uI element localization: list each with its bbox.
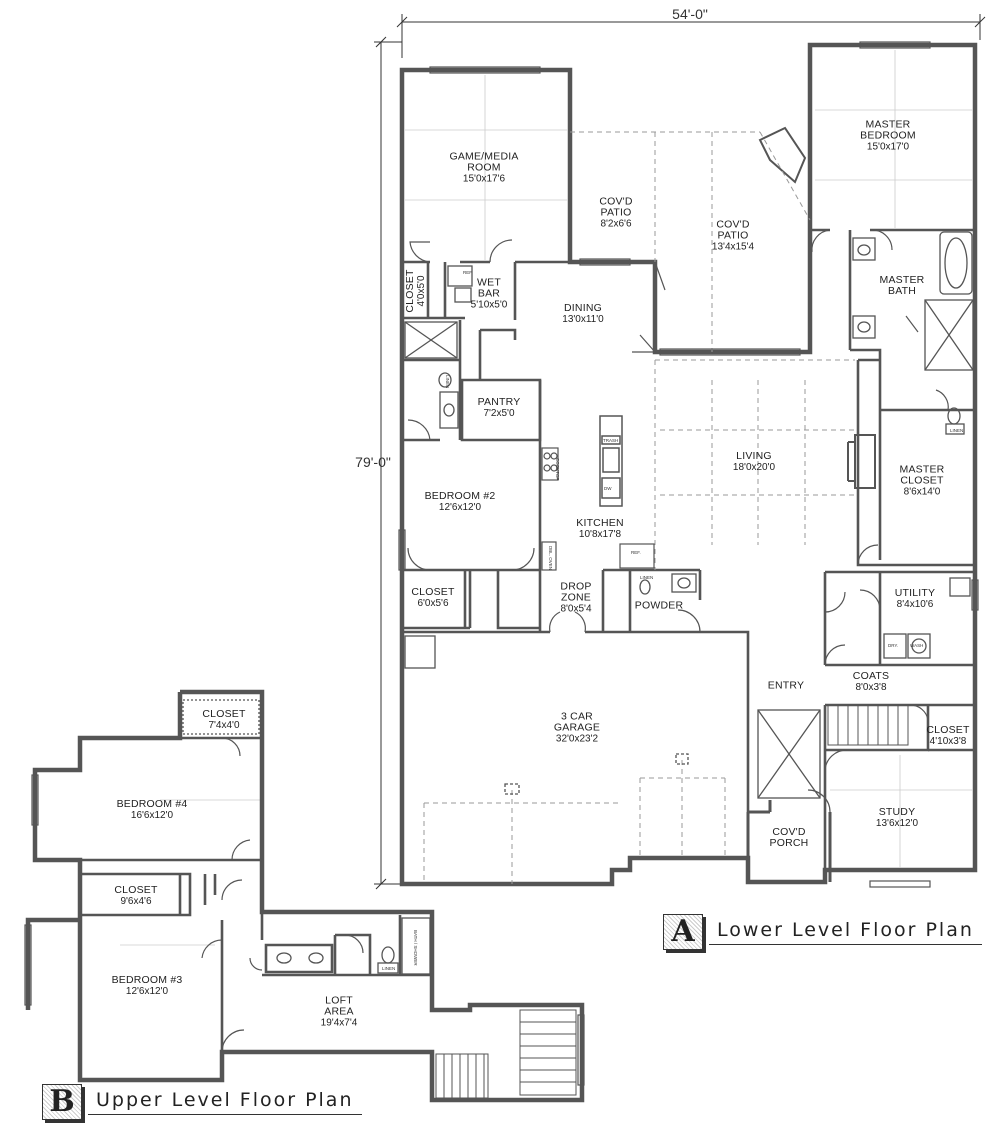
tag-linen-left: LINEN: [445, 375, 450, 389]
tag-oven: DBL. OVEN: [548, 546, 553, 571]
room-entry: ENTRY: [767, 679, 805, 692]
room-master-bath: MASTER BATH: [879, 274, 925, 297]
legend-upper-level: B Upper Level Floor Plan: [42, 1084, 362, 1120]
room-covd-patio-small: COV'D PATIO 8'2x6'6: [599, 195, 633, 230]
room-closet-bed3: CLOSET 9'6x4'6: [114, 884, 158, 908]
room-bedroom-4: BEDROOM #4 16'6x12'0: [116, 798, 188, 822]
room-drop-zone: DROP ZONE 8'0x5'4: [560, 580, 592, 615]
lower-doors: [407, 229, 949, 813]
tag-trash: TRASH: [603, 438, 619, 443]
upper-fixtures: [182, 699, 431, 975]
room-covd-patio-large: COV'D PATIO 13'4x15'4: [711, 218, 755, 253]
room-closet-bed4: CLOSET 7'4x4'0: [202, 708, 246, 732]
width-dimension-line: [396, 14, 986, 58]
kitchen-island: [599, 415, 623, 507]
lower-left-bath-fixtures: [404, 265, 473, 429]
legend-lower-level: A Lower Level Floor Plan: [663, 914, 982, 950]
upper-windows: [24, 774, 585, 1086]
legend-mark-a: A: [663, 914, 703, 950]
room-master-bedroom: MASTER BEDROOM 15'0x17'0: [860, 118, 916, 153]
upper-level-exterior-walls: [25, 689, 585, 1103]
room-closet-study: CLOSET 4'10x3'8: [926, 724, 970, 748]
upper-doors: [201, 737, 364, 1053]
depth-dimension-line: [374, 36, 402, 890]
room-master-closet: MASTER CLOSET 8'6x14'0: [899, 463, 945, 498]
room-closet-bed2: CLOSET 6'0x5'6: [411, 586, 455, 610]
tag-cooktop: COOKTOP: [555, 458, 560, 481]
tag-linen-powder: LINEN: [640, 575, 654, 580]
ceiling-lines: [423, 131, 855, 884]
room-loft: LOFT AREA 19'4x7'4: [320, 994, 358, 1029]
garage-details: [404, 635, 689, 795]
room-wet-bar: WET BAR 5'10x5'0: [470, 276, 508, 311]
tag-linen-master: LINEN: [950, 428, 964, 433]
room-utility: UTILITY 8'4x10'6: [894, 587, 936, 611]
legend-title-lower: Lower Level Floor Plan: [709, 919, 982, 945]
tag-linen-upper: LINEN: [382, 966, 396, 971]
room-game-media: GAME/MEDIA ROOM 15'0x17'6: [449, 150, 519, 185]
depth-dimension: 79'-0": [355, 454, 391, 470]
fireplace: [758, 126, 876, 489]
master-bath-fixtures: [852, 231, 974, 435]
tag-wash: WASH: [910, 643, 924, 648]
lower-level-exterior-walls: [399, 42, 978, 887]
room-pantry: PANTRY 7'2x5'0: [477, 396, 521, 420]
room-garage: 3 CAR GARAGE 32'0x23'2: [553, 710, 601, 745]
width-dimension: 54'-0": [672, 6, 708, 22]
tag-dry: DRY.: [888, 643, 899, 648]
powder-utility-fixtures: [639, 573, 971, 659]
room-powder: POWDER: [634, 599, 684, 612]
entry-skylight: [757, 709, 821, 799]
lower-windows: [398, 41, 979, 888]
room-bedroom-3: BEDROOM #3 12'6x12'0: [111, 974, 183, 998]
room-dining: DINING 13'0x11'0: [562, 302, 604, 326]
ceiling-grid: [120, 50, 973, 946]
lower-stairs: [827, 704, 909, 746]
room-study: STUDY 13'6x12'0: [875, 806, 919, 830]
tag-dw: DW: [604, 486, 612, 491]
room-closet-game: CLOSET 4'0x5'0: [404, 269, 427, 313]
tag-bath-shower: BATH / SHOWER: [413, 930, 418, 966]
tag-ref: REF.: [631, 550, 641, 555]
legend-title-upper: Upper Level Floor Plan: [88, 1089, 362, 1115]
upper-stairs: [435, 1009, 577, 1099]
room-covd-porch: COV'D PORCH: [769, 826, 809, 849]
tag-ref-small: REF: [463, 270, 472, 275]
legend-mark-b: B: [42, 1084, 82, 1120]
room-kitchen: KITCHEN 10'8x17'8: [576, 517, 624, 541]
room-bedroom-2: BEDROOM #2 12'6x12'0: [424, 490, 496, 514]
room-living: LIVING 18'0x20'0: [732, 450, 776, 474]
room-coats: COATS 8'0x3'8: [852, 670, 890, 694]
kitchen-appliances: [541, 447, 655, 571]
